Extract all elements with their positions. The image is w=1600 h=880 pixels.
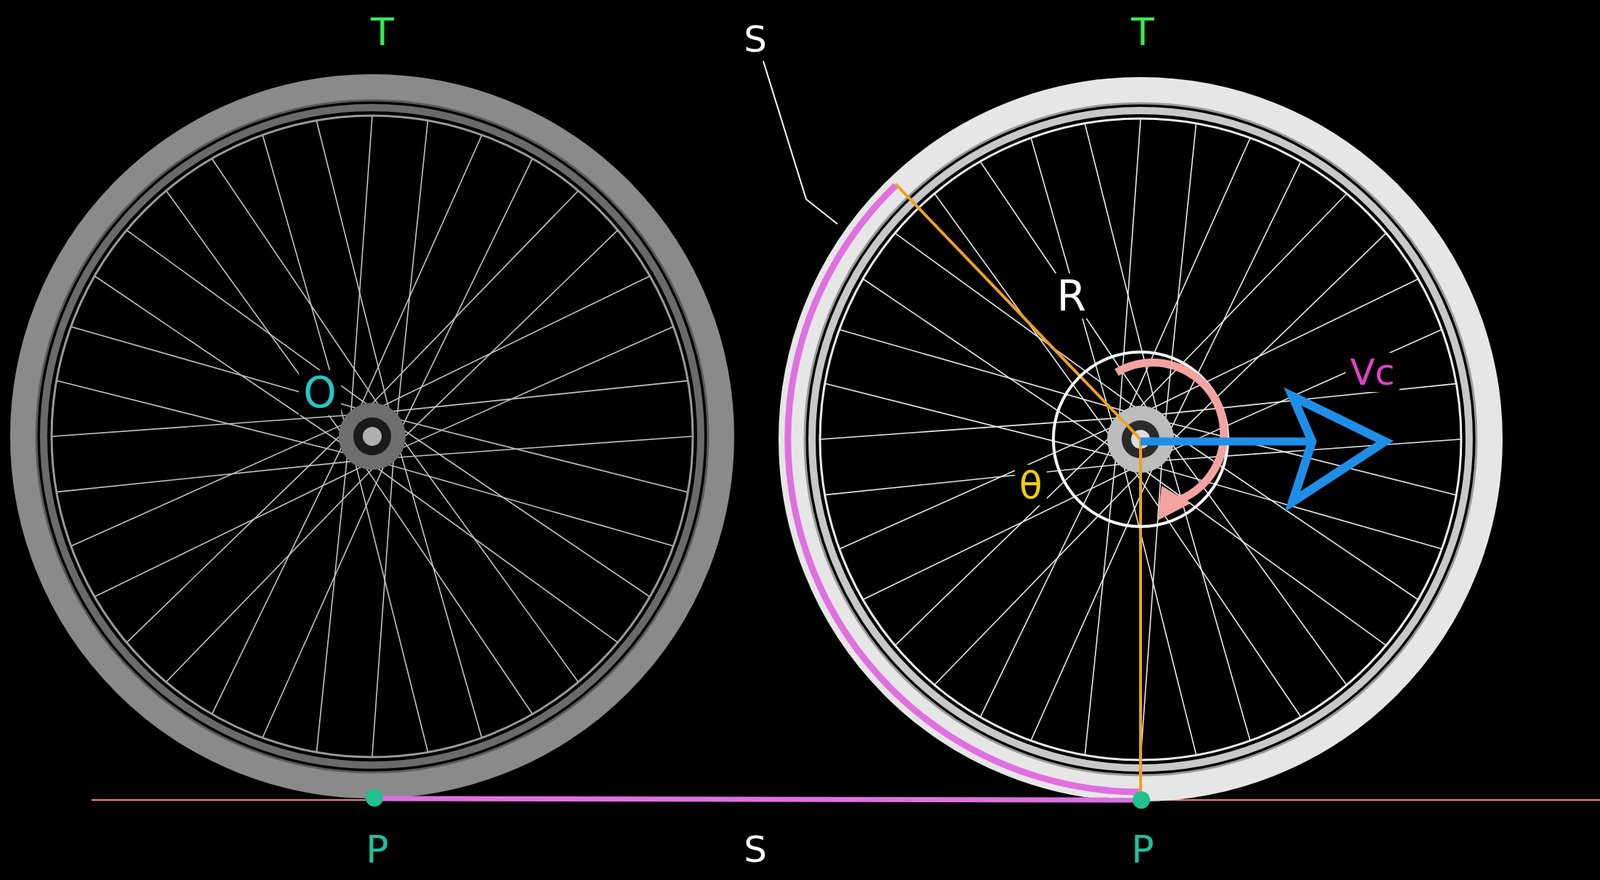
hub-core <box>353 417 392 456</box>
radius-line <box>895 183 1141 440</box>
spoke <box>166 191 345 437</box>
hub <box>338 402 406 470</box>
contact-point <box>365 788 384 807</box>
rim-inner <box>51 115 693 757</box>
spoke <box>1168 162 1301 435</box>
velocity-arrowhead <box>1292 396 1385 502</box>
contact-point <box>1132 790 1151 809</box>
spoke <box>362 461 533 714</box>
hubs <box>338 402 1175 473</box>
spoke <box>825 383 1121 458</box>
ground-line <box>91 798 1600 801</box>
spoke <box>895 233 1142 412</box>
spoke <box>395 327 673 451</box>
spoke <box>396 121 428 424</box>
spoke <box>980 162 1151 414</box>
contact-point-label: P <box>1126 828 1159 870</box>
spoke <box>316 449 349 751</box>
rotation-arrow <box>1116 362 1225 501</box>
velocity-label: Vc <box>1345 352 1400 392</box>
wheel-start <box>23 87 722 786</box>
tire-edge <box>36 100 709 773</box>
distance-line <box>374 798 1141 800</box>
spoke <box>380 462 673 546</box>
spoke <box>840 330 1132 413</box>
contact-point-label: P <box>361 828 393 870</box>
spoke <box>350 116 373 419</box>
spoke <box>895 433 1114 645</box>
spoke <box>399 230 618 442</box>
spoke <box>127 430 346 642</box>
spoke <box>1168 438 1347 685</box>
arc-length-label: S <box>739 19 772 59</box>
tire <box>23 87 722 786</box>
rotation-arrowhead <box>1157 485 1191 521</box>
spoke <box>1149 465 1441 549</box>
spoke <box>399 435 578 682</box>
spoke <box>1031 462 1156 740</box>
arc-length <box>788 185 1141 792</box>
leader-line <box>763 61 838 224</box>
spoke <box>399 159 533 432</box>
distance-label: S <box>739 829 772 869</box>
top-point-label: T <box>366 11 399 53</box>
velocity-arrow <box>1140 437 1309 446</box>
spoke <box>825 463 1128 495</box>
radius-line <box>1139 439 1143 800</box>
spoke <box>392 417 687 493</box>
rim <box>43 107 701 765</box>
spoke <box>1140 456 1163 759</box>
angle-label: θ <box>1014 464 1047 506</box>
spoke <box>371 463 618 642</box>
spoke <box>357 135 482 413</box>
axle <box>362 426 382 446</box>
spoke <box>1166 447 1250 740</box>
center-label: O <box>298 370 341 416</box>
spoke <box>212 159 383 411</box>
spokes <box>52 116 1461 759</box>
spoke <box>263 135 347 428</box>
spoke <box>1130 464 1301 717</box>
spoke <box>385 380 687 413</box>
spoke <box>57 460 360 492</box>
spoke <box>71 421 349 546</box>
radius-label: R <box>1052 273 1091 319</box>
spoke <box>840 424 1118 549</box>
spoke <box>398 444 482 737</box>
spoke <box>980 443 1113 717</box>
spoke <box>263 459 387 737</box>
spoke <box>212 440 345 714</box>
spoke <box>1164 124 1196 426</box>
top-point-label: T <box>1126 11 1159 53</box>
spoke <box>1085 452 1117 754</box>
spoke <box>1031 138 1115 431</box>
spoke <box>1118 119 1141 422</box>
spoke <box>1167 233 1386 445</box>
spoke <box>372 453 395 757</box>
spoke <box>1139 466 1386 645</box>
